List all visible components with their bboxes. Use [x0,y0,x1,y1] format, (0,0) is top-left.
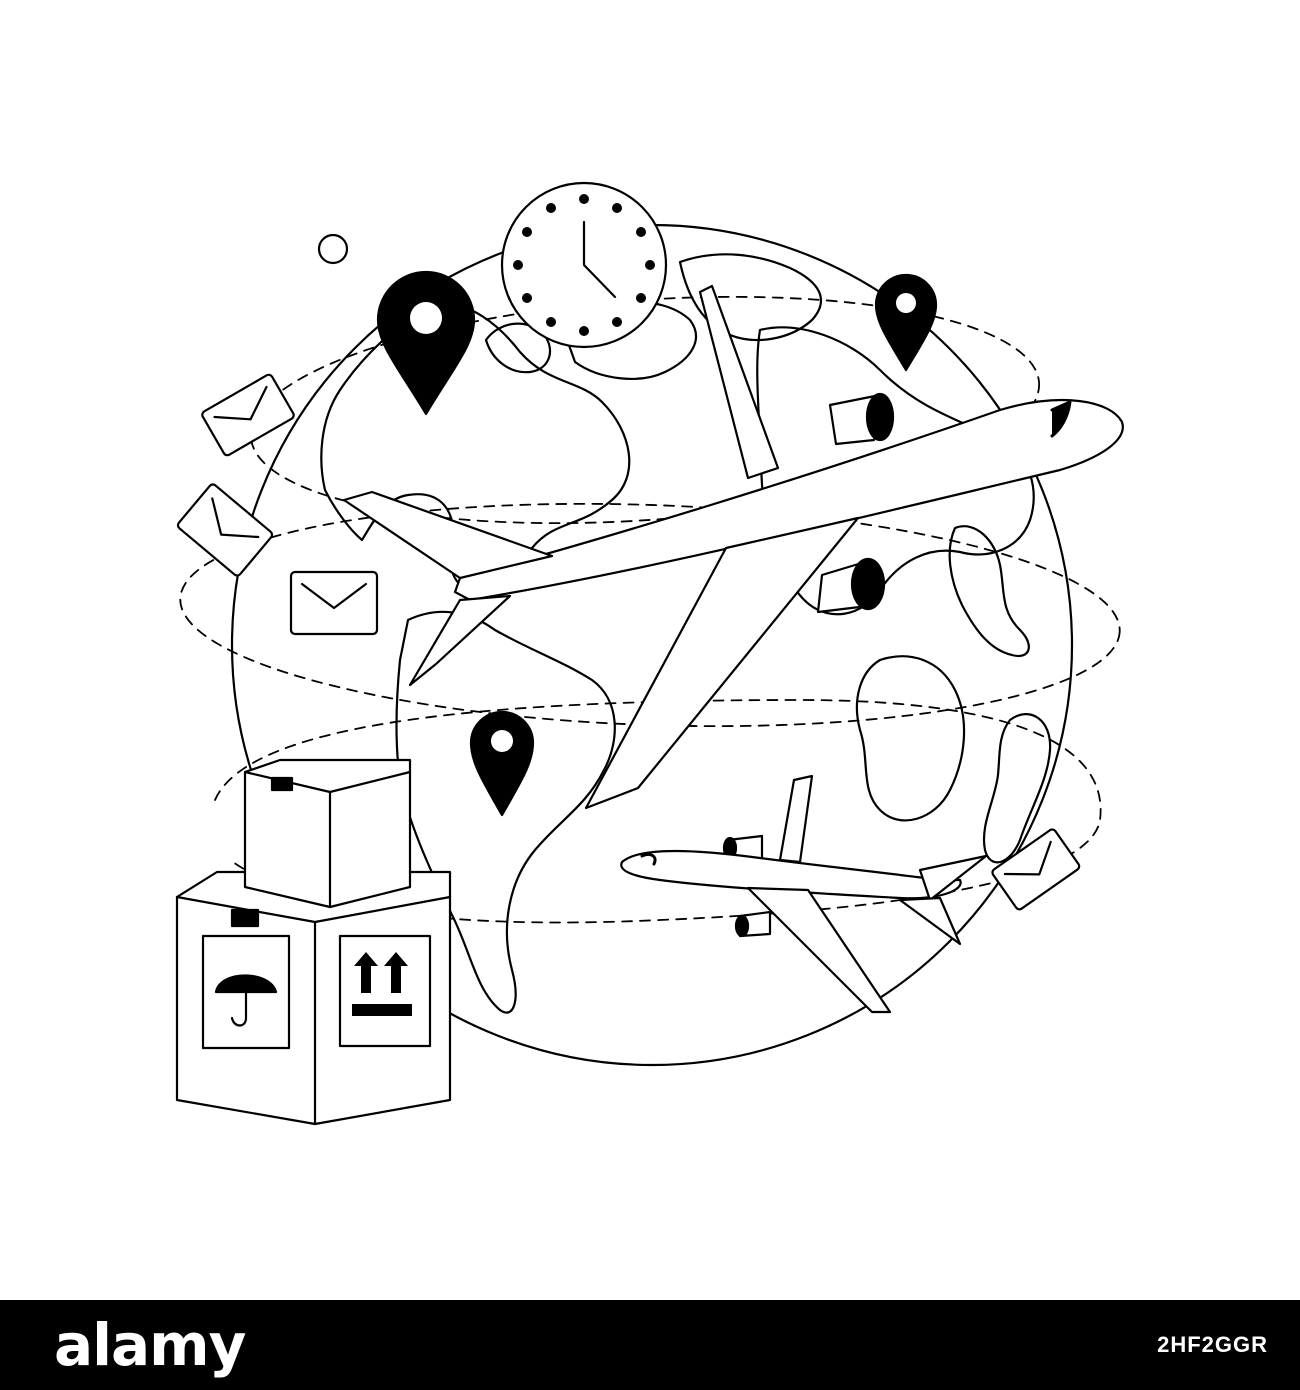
airplane-icon [620,774,988,1014]
alamy-logo: alamy [54,1311,246,1379]
envelope-icon [991,828,1081,911]
envelope-icon [201,373,295,457]
location-pin-icon [376,270,476,416]
envelope-icon [289,570,379,636]
watermark-footer: alamy 2HF2GGR [0,1300,1300,1390]
clock-icon [500,181,668,349]
umbrella-icon [201,934,291,1050]
envelope-icon [176,483,274,577]
location-pin-icon [469,710,535,817]
decorative-circle-icon [317,233,349,265]
air-freight-illustration [175,181,1124,1126]
this-way-up-icon [338,934,432,1048]
image-id-label: 2HF2GGR [1157,1332,1268,1357]
location-pin-icon [874,273,938,372]
airplane-icon [342,284,1124,810]
